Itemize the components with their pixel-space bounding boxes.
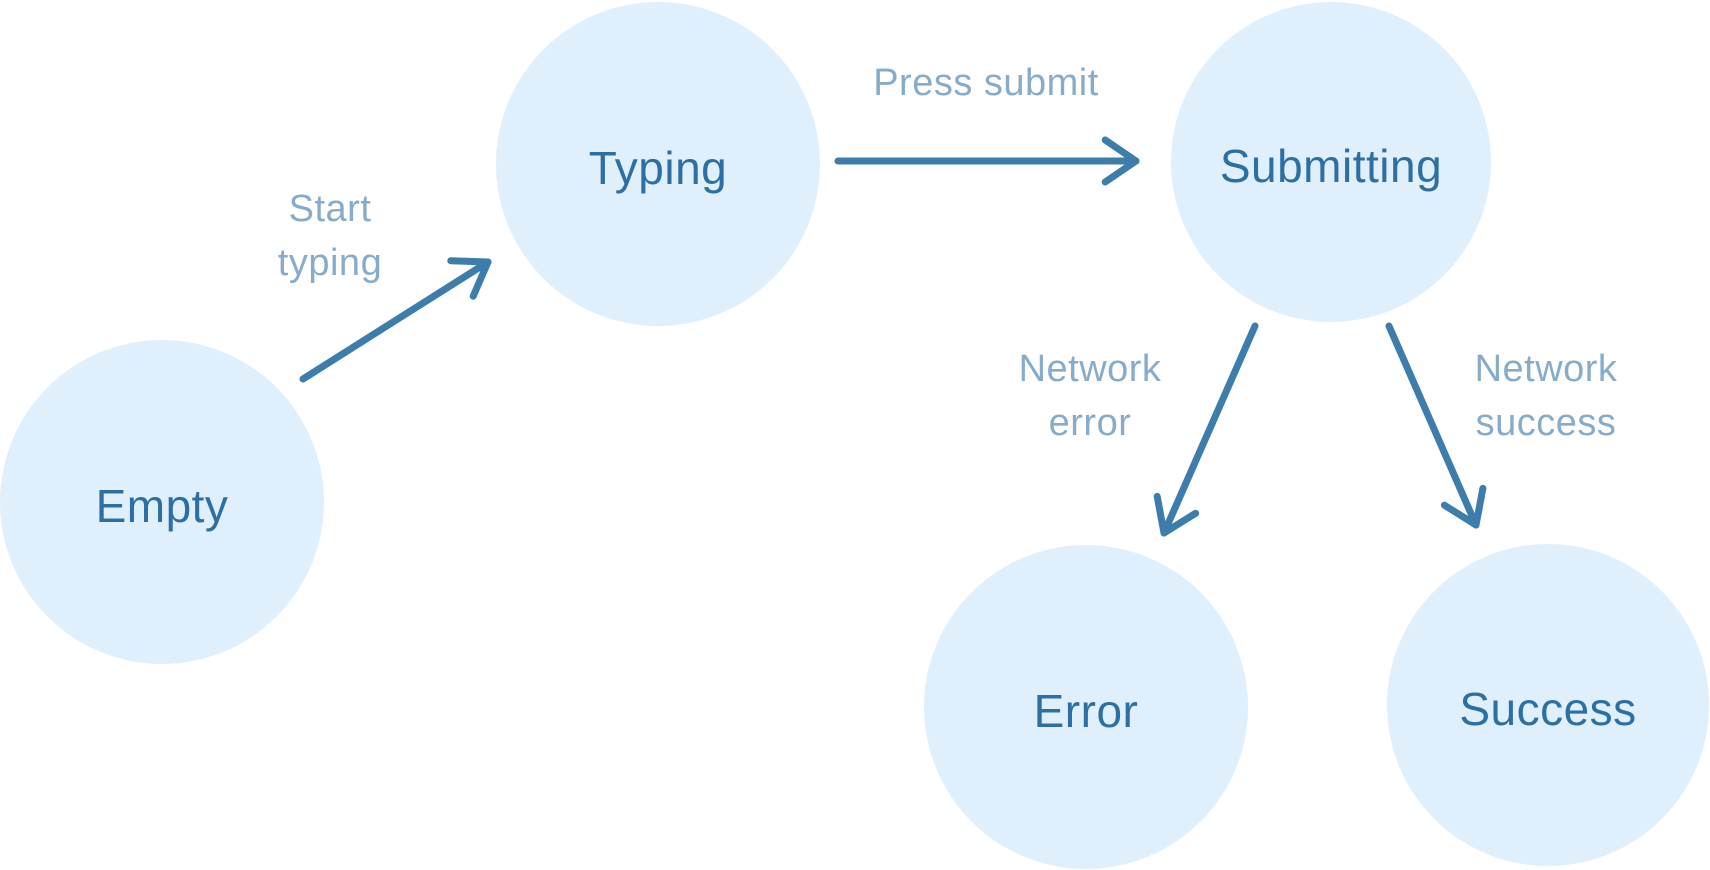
- state-label-empty: Empty: [95, 480, 229, 532]
- state-label-error: Error: [1033, 685, 1139, 737]
- transition-label-press-submit: Press submit: [873, 62, 1099, 105]
- state-label-submitting: Submitting: [1219, 140, 1443, 192]
- state-node-submitting: Submitting: [1171, 2, 1491, 322]
- transition-label-network-success: Network success: [1474, 348, 1618, 444]
- transition-label-start-typing: Start typing: [277, 188, 383, 284]
- state-label-typing: Typing: [588, 142, 728, 194]
- transition-label-network-error: Network error: [1018, 348, 1162, 444]
- state-node-success: Success: [1387, 544, 1709, 866]
- state-node-error: Error: [924, 545, 1248, 869]
- state-node-empty: Empty: [0, 340, 324, 664]
- state-node-typing: Typing: [496, 2, 820, 326]
- state-label-success: Success: [1459, 683, 1637, 735]
